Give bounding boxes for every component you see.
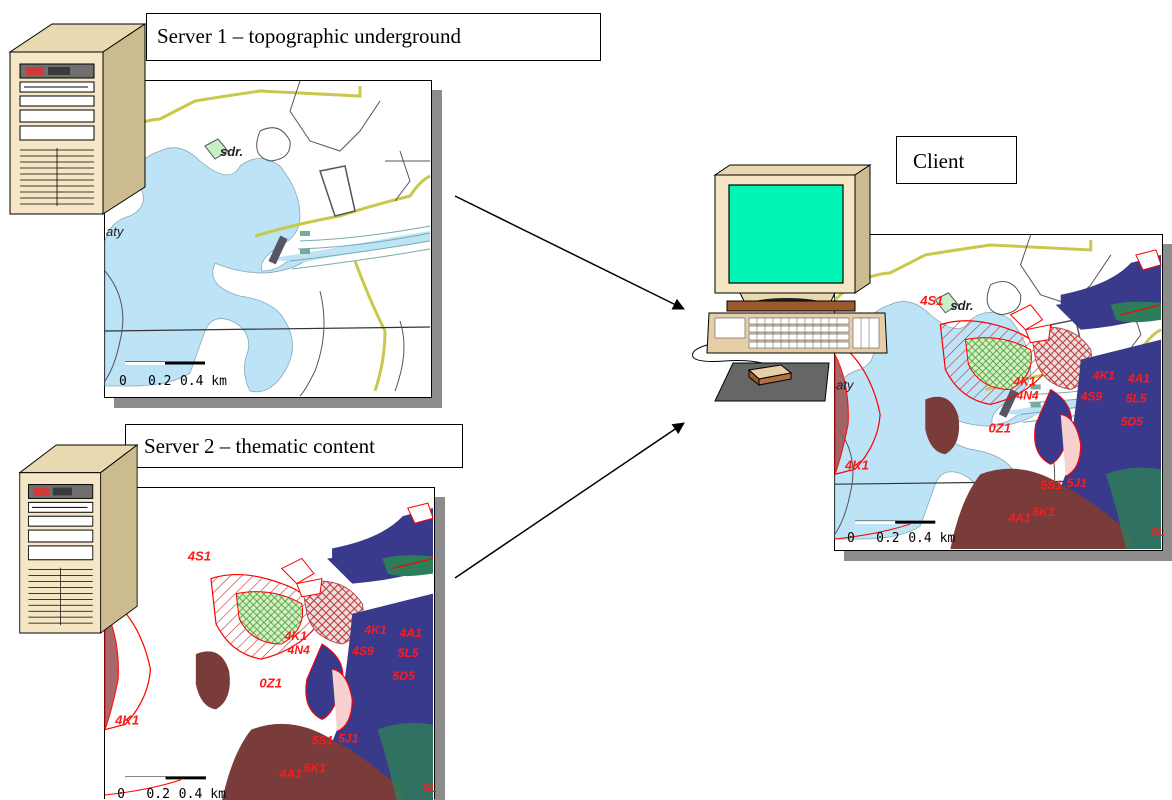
zone-label: 5L [1151,525,1165,539]
client-label: Client [913,149,965,173]
zone-label: 5K1 [1033,505,1055,519]
scale-label-0.2: 0.2 [148,374,171,389]
client-zone-labels: 4S1 4K1 4N4 4K1 4A1 4S9 5L5 0Z1 5D5 4K1 … [844,293,1165,539]
server2-label-box: Server 2 – thematic content [125,424,463,468]
server1-label: Server 1 – topographic underground [157,24,462,48]
zone-label: 5J1 [1067,476,1087,490]
zone-label: 5D5 [393,669,415,683]
zone-label: 5K1 [304,761,326,775]
zone-label: 5L5 [1126,392,1147,406]
zone-label: 4N4 [1016,389,1039,403]
zone-label: 4S9 [351,644,374,658]
zone-label: 0Z1 [988,420,1010,435]
place-label-aty: aty [106,224,125,239]
zone-label: 4K1 [844,457,869,472]
zone-label: 5S1 [1041,478,1063,492]
server-tower-icon [18,443,139,634]
place-label-sdr: sdr. [220,144,243,159]
zone-label: 4N4 [287,643,310,657]
zone-label: 4K1 [114,713,139,728]
zone-label: 4K1 [363,623,386,637]
zone-label: 4A1 [1127,372,1150,386]
scale-label-0: 0 [119,374,127,389]
scale-label-0.4km: 0.4 km [180,374,227,389]
place-label-aty: aty [836,378,855,393]
scale-label-0: 0 [847,531,855,546]
zone-label: 4S9 [1080,390,1103,404]
scale-label-0: 0 [117,787,125,800]
server1-topographic-map: sdr. aty 0 0.2 0.4 km [103,79,432,398]
zone-label: 4K1 [1092,369,1115,383]
server2-zone-labels: 4S1 4K1 4N4 4K1 4A1 4S9 5L5 0Z1 5D5 4K1 … [114,548,437,794]
zone-label: 4S1 [187,548,211,563]
scale-label-0.2: 0.2 [146,787,170,800]
zone-label: 4A1 [1008,511,1031,525]
zone-label: 5L5 [398,646,419,660]
zone-label: 5L [423,781,437,795]
zone-label: 5D5 [1121,414,1143,428]
zone-label: 5J1 [338,732,358,746]
arrow-server1-to-client [454,195,685,310]
zone-label: 4S1 [919,293,943,308]
server1-label-box: Server 1 – topographic underground [146,13,601,61]
zone-label: 4K1 [1013,375,1036,389]
server-tower-icon [8,22,147,215]
client-label-box: Client [896,136,1017,184]
scale-label-0.4km: 0.4 km [179,787,226,800]
arrow-server2-to-client [454,422,685,579]
server2-label: Server 2 – thematic content [144,434,375,458]
zone-label: 4A1 [399,626,422,640]
zone-label: 4K1 [284,629,307,643]
zone-label: 4A1 [279,767,302,781]
scale-label-0.2: 0.2 [876,531,900,546]
place-label-sdr: sdr. [950,298,973,313]
zone-label: 0Z1 [259,675,282,690]
zone-label: 5S1 [312,734,334,748]
client-combined-map: sdr. aty 4S1 4K1 4N4 4K1 4A1 4S9 5L5 0Z1… [833,233,1165,551]
desktop-computer-icon [685,164,895,405]
scale-label-0.4km: 0.4 km [908,531,955,546]
server2-thematic-map: 4S1 4K1 4N4 4K1 4A1 4S9 5L5 0Z1 5D5 4K1 … [104,487,437,800]
